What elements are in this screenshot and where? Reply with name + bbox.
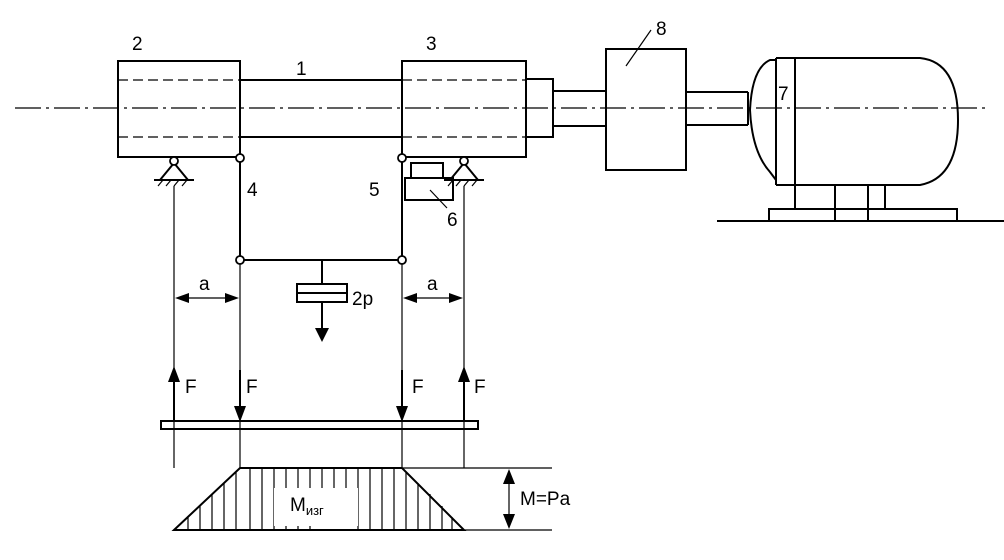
dimension-right bbox=[403, 293, 463, 303]
label-coupling: 8 bbox=[656, 19, 667, 40]
label-left-support: 2 bbox=[132, 34, 143, 55]
label-distance-left: a bbox=[199, 274, 210, 295]
label-counter: 6 bbox=[447, 210, 458, 231]
label-right-support: 3 bbox=[426, 34, 437, 55]
label-moment: Мизг bbox=[290, 495, 324, 518]
label-left-rod: 4 bbox=[247, 180, 258, 201]
label-force-3: F bbox=[412, 377, 424, 398]
shaft bbox=[240, 79, 402, 138]
label-force-2: F bbox=[246, 377, 258, 398]
coupling-leader-line bbox=[625, 29, 652, 67]
right-pivot-support bbox=[444, 156, 484, 187]
label-force-1: F bbox=[185, 377, 197, 398]
revolution-counter bbox=[404, 162, 454, 209]
bending-moment-diagram bbox=[171, 467, 552, 531]
coupling bbox=[605, 48, 687, 171]
label-shaft: 1 bbox=[296, 59, 307, 80]
label-motor: 7 bbox=[778, 84, 789, 105]
right-support-housing bbox=[401, 60, 527, 158]
motor-shaft bbox=[686, 91, 749, 126]
load-weight bbox=[296, 260, 348, 342]
shaft-extension bbox=[525, 78, 606, 138]
label-load: 2р bbox=[352, 289, 373, 310]
label-moment-sub: изг bbox=[306, 503, 324, 518]
force-arrow-1 bbox=[168, 366, 180, 420]
moment-hatching bbox=[187, 468, 453, 530]
label-right-rod: 5 bbox=[369, 180, 380, 201]
force-arrow-4 bbox=[458, 366, 470, 420]
force-arrow-3 bbox=[396, 370, 408, 422]
force-lines bbox=[173, 186, 465, 468]
label-force-4: F bbox=[474, 377, 486, 398]
dimension-left bbox=[175, 293, 239, 303]
label-distance-right: a bbox=[427, 274, 438, 295]
force-arrow-2 bbox=[234, 370, 246, 422]
motor-base bbox=[717, 185, 1004, 222]
left-pivot-support bbox=[154, 156, 194, 187]
loading-frame bbox=[235, 153, 407, 265]
electric-motor bbox=[748, 57, 960, 186]
label-moment-main: М bbox=[290, 495, 306, 516]
label-moment-value: M=Pa bbox=[520, 489, 571, 510]
moment-dimension-arrow bbox=[503, 469, 515, 529]
loading-beam bbox=[160, 420, 479, 430]
left-support-housing bbox=[117, 60, 241, 158]
